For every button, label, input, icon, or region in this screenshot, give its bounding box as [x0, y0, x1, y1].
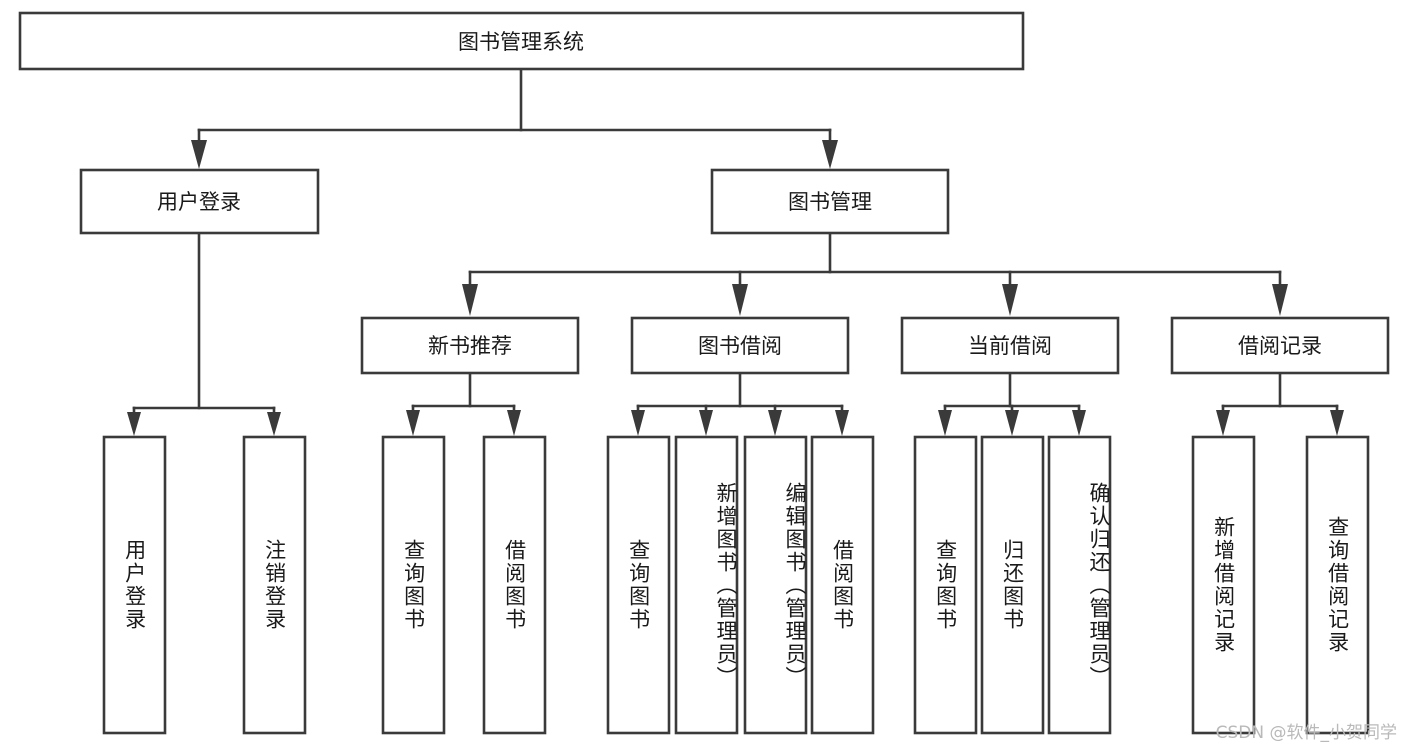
node-borrow-record[interactable]: 借阅记录 — [1170, 316, 1390, 375]
connector-group-current-borrow — [938, 371, 1086, 436]
leaf-box-add-book[interactable] — [674, 435, 739, 735]
node-user-login-box[interactable] — [79, 168, 320, 235]
arrowhead-leaf-add-record — [1216, 410, 1230, 436]
arrowhead-leaf-query-book-1 — [406, 410, 420, 436]
node-borrow-record-label: 借阅记录 — [1238, 334, 1322, 358]
arrowhead-user-login — [191, 140, 207, 169]
connector-group-new-book-recommend — [406, 371, 521, 436]
leaf-boxes-borrow-record — [1191, 435, 1370, 735]
arrowhead-leaf-user-login — [127, 412, 141, 436]
leaf-box-query-book-2[interactable] — [606, 435, 671, 735]
node-current-borrow-box[interactable] — [900, 316, 1120, 375]
node-user-login[interactable]: 用户登录 — [79, 168, 320, 235]
leaf-boxes-current-borrow — [913, 435, 1112, 735]
arrowhead-leaf-query-record — [1330, 410, 1344, 436]
arrowhead-leaf-edit-book — [768, 410, 782, 436]
node-book-borrow-box[interactable] — [630, 316, 850, 375]
leaf-box-logout[interactable] — [242, 435, 307, 735]
node-new-book-recommend-label: 新书推荐 — [428, 334, 512, 358]
leaf-box-edit-book[interactable] — [743, 435, 808, 735]
leaf-box-borrow-book-1[interactable] — [482, 435, 547, 735]
arrowhead-current-borrow — [1002, 284, 1018, 316]
node-root[interactable]: 图书管理系统 — [18, 11, 1025, 71]
arrowhead-leaf-add-book — [699, 410, 713, 436]
csdn-watermark: CSDN @软件_小贺同学 — [1215, 723, 1397, 743]
leaf-box-query-record[interactable] — [1305, 435, 1370, 735]
node-current-borrow-label: 当前借阅 — [968, 334, 1052, 358]
arrowhead-borrow-record — [1272, 284, 1288, 316]
leaf-box-borrow-book-2[interactable] — [810, 435, 875, 735]
leaf-box-return-book[interactable] — [980, 435, 1045, 735]
leaf-boxes-user-login — [102, 435, 307, 735]
arrowhead-leaf-borrow-book-2 — [835, 410, 849, 436]
node-current-borrow[interactable]: 当前借阅 — [900, 316, 1120, 375]
arrowhead-leaf-return-book — [1005, 410, 1019, 436]
node-book-management-label: 图书管理 — [788, 190, 872, 214]
node-root-box[interactable] — [18, 11, 1025, 71]
node-user-login-label: 用户登录 — [157, 190, 241, 214]
arrowhead-leaf-query-book-2 — [631, 410, 645, 436]
connector-group-user-login — [127, 231, 281, 436]
leaf-box-query-book-3[interactable] — [913, 435, 978, 735]
arrowhead-new-book-recommend — [462, 284, 478, 316]
node-book-management[interactable]: 图书管理 — [710, 168, 950, 235]
connector-group-book-borrow — [631, 371, 849, 436]
node-new-book-recommend-box[interactable] — [360, 316, 580, 375]
node-new-book-recommend[interactable]: 新书推荐 — [360, 316, 580, 375]
leaf-box-confirm-return[interactable] — [1047, 435, 1112, 735]
node-book-borrow[interactable]: 图书借阅 — [630, 316, 850, 375]
leaf-box-add-record[interactable] — [1191, 435, 1256, 735]
leaf-box-query-book-1[interactable] — [381, 435, 446, 735]
connector-group-book-management — [462, 231, 1288, 316]
connector-group-borrow-record — [1216, 371, 1344, 436]
arrowhead-leaf-borrow-book-1 — [507, 410, 521, 436]
leaf-box-user-login[interactable] — [102, 435, 167, 735]
node-root-label: 图书管理系统 — [458, 30, 584, 54]
arrowhead-leaf-logout — [267, 412, 281, 436]
arrowhead-leaf-query-book-3 — [938, 410, 952, 436]
arrowhead-book-management — [822, 140, 838, 169]
node-borrow-record-box[interactable] — [1170, 316, 1390, 375]
arrowhead-leaf-confirm-return — [1072, 410, 1086, 436]
arrowhead-book-borrow — [732, 284, 748, 316]
node-book-borrow-label: 图书借阅 — [698, 334, 782, 358]
node-book-management-box[interactable] — [710, 168, 950, 235]
connector-group-root — [191, 67, 838, 169]
leaf-boxes-book-borrow — [606, 435, 875, 735]
leaf-boxes-new-book-recommend — [381, 435, 547, 735]
